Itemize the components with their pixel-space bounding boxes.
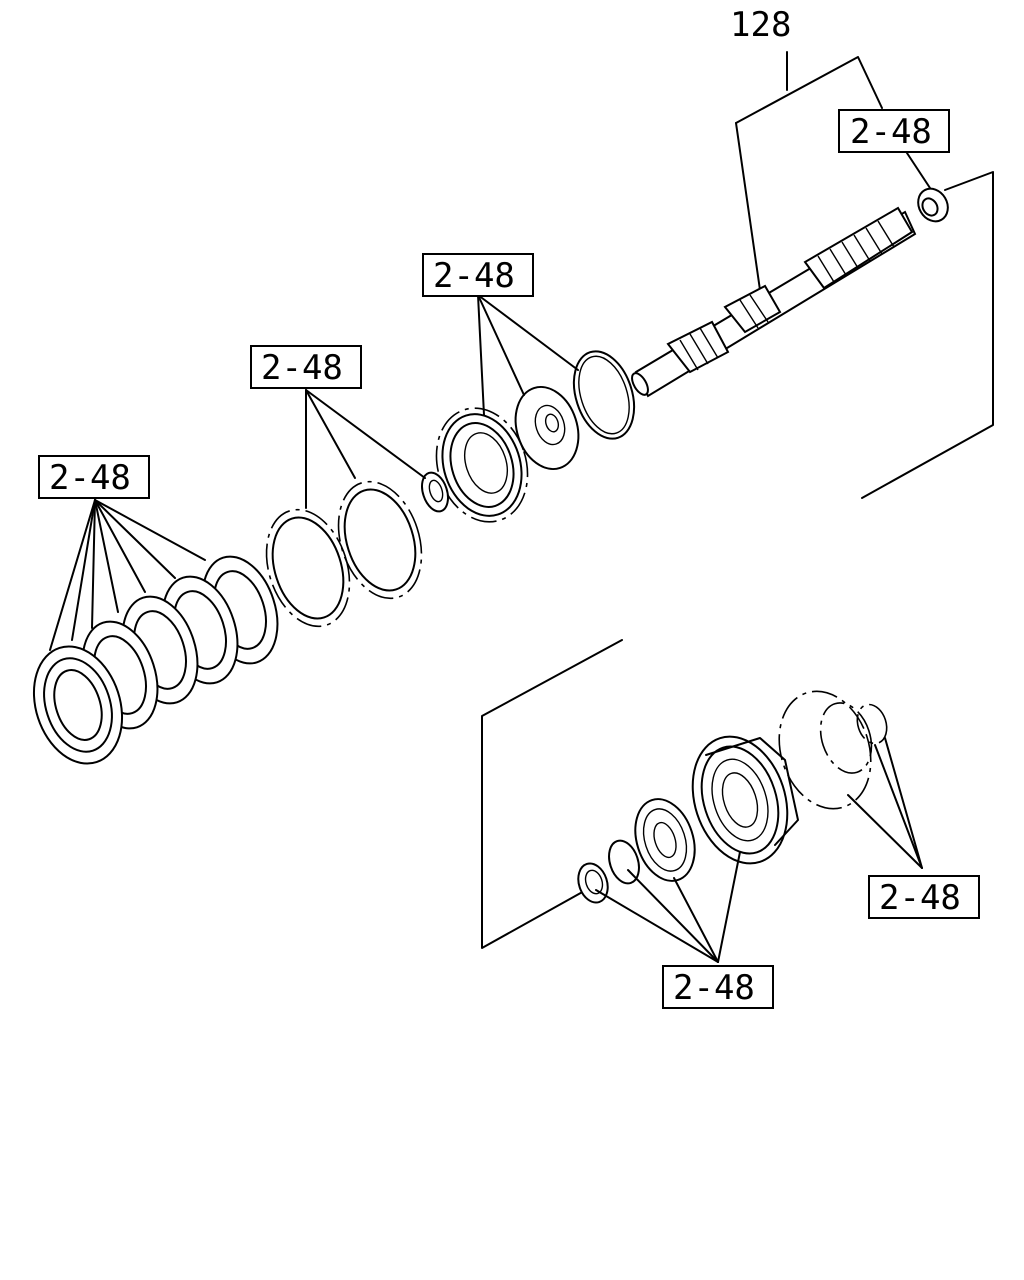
assembly-leader-shaft <box>735 122 761 291</box>
callout-upper-right-label: 2-48 <box>850 112 932 152</box>
callout-lower-right[interactable]: 2-48 <box>868 875 980 919</box>
lower-thrust-washer <box>577 862 609 904</box>
steel-plate-1 <box>337 480 423 600</box>
clutch-pack <box>32 555 279 765</box>
lower-snap-ring <box>608 839 640 885</box>
leaders-upper-right <box>904 149 931 189</box>
piston-seals <box>778 690 888 810</box>
callout-upper-right[interactable]: 2-48 <box>838 109 950 153</box>
thrust-washer <box>421 471 449 513</box>
assembly-bracket <box>735 56 883 124</box>
main-shaft <box>631 206 917 398</box>
steel-plate-2 <box>265 508 351 628</box>
shaft-end-bushing <box>917 187 949 223</box>
leaders-lower-center <box>595 851 741 963</box>
callout-sun-gear-group-label: 2-48 <box>433 256 515 296</box>
clutch-drum <box>691 735 799 865</box>
callout-plates-pair[interactable]: 2-48 <box>250 345 362 389</box>
leaders-clutch-pack <box>49 499 206 651</box>
assembly-number: 128 <box>730 5 791 45</box>
callout-sun-gear-group[interactable]: 2-48 <box>422 253 534 297</box>
callout-clutch-pack-label: 2-48 <box>49 458 131 498</box>
assembly-frame-upper <box>861 171 994 499</box>
leaders-lower-right <box>847 737 923 869</box>
assembly-frame-lower <box>481 639 623 949</box>
callout-clutch-pack[interactable]: 2-48 <box>38 455 150 499</box>
leaders-sun-gear-group <box>477 294 579 416</box>
callout-plates-pair-label: 2-48 <box>261 348 343 388</box>
callout-lower-center-label: 2-48 <box>673 968 755 1008</box>
snap-ring <box>572 350 636 440</box>
leaders-plates-pair <box>305 389 426 509</box>
roller-bearing <box>634 798 696 882</box>
callout-lower-right-label: 2-48 <box>879 878 961 918</box>
callout-lower-center[interactable]: 2-48 <box>662 965 774 1009</box>
